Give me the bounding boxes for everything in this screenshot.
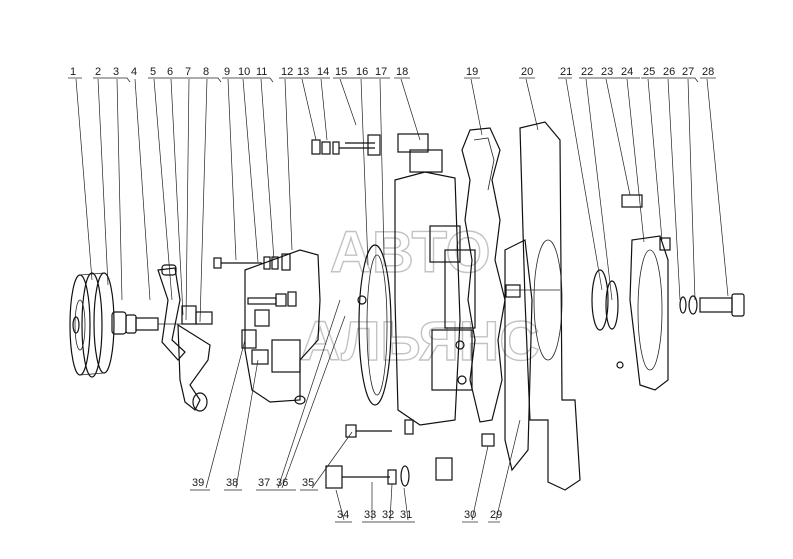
callout-14: 14 [317, 66, 329, 78]
callout-34: 34 [337, 509, 349, 521]
callout-1: 1 [70, 66, 76, 78]
callout-24: 24 [621, 66, 633, 78]
leaders-top [75, 78, 729, 323]
hub-fasteners [111, 311, 210, 335]
callout-10: 10 [238, 66, 250, 78]
callout-29: 29 [490, 509, 502, 521]
callout-7: 7 [185, 66, 191, 78]
gasket-19 [461, 127, 506, 423]
callout-3: 3 [113, 66, 119, 78]
gasket-ring-16-17 [357, 244, 392, 406]
watermark-line1: АВТО [330, 220, 491, 285]
callout-23: 23 [601, 66, 613, 78]
central-axis [505, 284, 560, 298]
callout-12: 12 [281, 66, 293, 78]
leaders-bottom [190, 299, 521, 523]
callout-13: 13 [297, 66, 309, 78]
callout-26: 26 [663, 66, 675, 78]
callout-4: 4 [131, 66, 137, 78]
callout-28: 28 [702, 66, 714, 78]
bracket-housing [241, 249, 321, 405]
callout-31: 31 [400, 509, 412, 521]
callout-2: 2 [95, 66, 101, 78]
callout-22: 22 [581, 66, 593, 78]
upper-bolts-13-15 [311, 134, 381, 156]
callout-17: 17 [375, 66, 387, 78]
callout-20: 20 [521, 66, 533, 78]
callouts-bottom: 39 38 37 36 35 34 33 32 31 30 29 [192, 477, 502, 521]
callout-30: 30 [464, 509, 476, 521]
callout-5: 5 [150, 66, 156, 78]
callout-25: 25 [643, 66, 655, 78]
callout-32: 32 [382, 509, 394, 521]
plate-20 [504, 121, 581, 491]
callout-37: 37 [258, 477, 270, 489]
callouts-top: 1 2 3 4 5 6 7 8 9 10 11 12 13 14 15 16 1… [70, 66, 714, 78]
rear-flange-23-25 [621, 194, 671, 391]
callout-8: 8 [203, 66, 209, 78]
callout-19: 19 [466, 66, 478, 78]
cover-18 [394, 133, 476, 426]
callout-brackets-top [68, 77, 716, 83]
watermark: АВТО АЛЬЯНС [299, 219, 540, 372]
callout-18: 18 [396, 66, 408, 78]
callout-39: 39 [192, 477, 204, 489]
callout-15: 15 [335, 66, 347, 78]
callout-16: 16 [356, 66, 368, 78]
callout-27: 27 [682, 66, 694, 78]
callout-38: 38 [226, 477, 238, 489]
callout-21: 21 [560, 66, 572, 78]
callout-11: 11 [256, 66, 267, 78]
lower-fasteners [325, 419, 495, 489]
tension-arm [157, 264, 213, 412]
callout-35: 35 [302, 477, 314, 489]
rear-bolt-26-28 [679, 293, 745, 317]
pulley [69, 272, 115, 378]
rings-21-22 [591, 269, 624, 369]
callout-33: 33 [364, 509, 376, 521]
callout-6: 6 [167, 66, 173, 78]
callout-9: 9 [224, 66, 230, 78]
long-bolt-9 [213, 253, 291, 271]
